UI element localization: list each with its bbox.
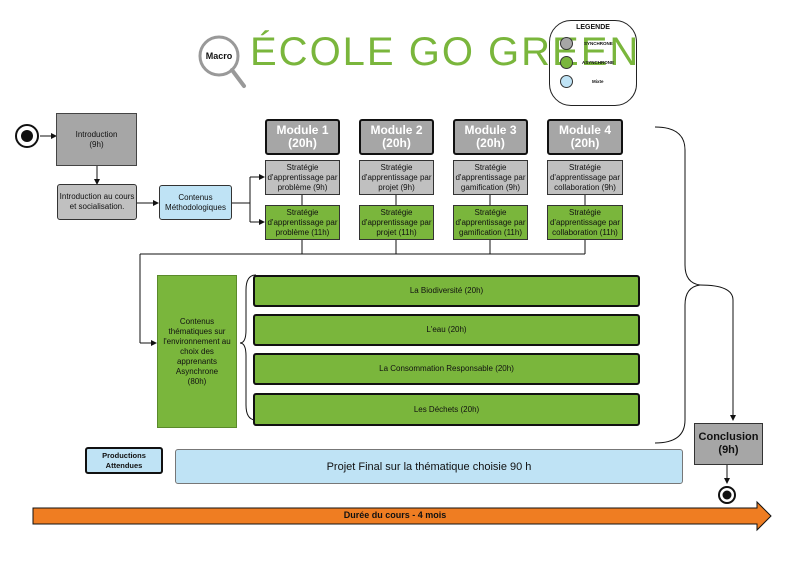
legend-mixte-swatch (560, 75, 573, 88)
introduction-box: Introduction (9h) (56, 113, 137, 166)
theme-biodiversite: La Biodiversité (20h) (253, 275, 640, 307)
timeline-label: Durée du cours - 4 mois (343, 510, 447, 520)
module-4-header: Module 4 (20h) (547, 119, 623, 155)
module-2-header: Module 2 (20h) (359, 119, 434, 155)
productions-attendues-box: Productions Attendues (85, 447, 163, 474)
module-1-sync-strategy: Stratégie d'apprentissage par problème (… (265, 160, 340, 195)
module-1-async-strategy: Stratégie d'apprentissage par problème (… (265, 205, 340, 240)
module-4-async-strategy: Stratégie d'apprentissage par collaborat… (547, 205, 623, 240)
theme-consommation: La Consommation Responsable (20h) (253, 353, 640, 385)
module-3-header: Module 3 (20h) (453, 119, 528, 155)
intro-cours-box: Introduction au cours et socialisation. (57, 184, 137, 220)
module-2-async-strategy: Stratégie d'apprentissage par projet (11… (359, 205, 434, 240)
theme-dechets: Les Déchets (20h) (253, 393, 640, 426)
legend: LEGENDE SYNCHRONE ASYNCHRONE Mixte (549, 20, 637, 106)
timeline-arrow-icon (32, 500, 772, 532)
legend-asynchrone-swatch (560, 56, 573, 69)
module-4-sync-strategy: Stratégie d'apprentissage par collaborat… (547, 160, 623, 195)
contenus-thematiques-box: Contenus thématiques sur l'environnement… (157, 275, 237, 428)
macro-label: Macro (205, 51, 233, 61)
legend-mixte-label: Mixte (592, 79, 604, 84)
projet-final-box: Projet Final sur la thématique choisie 9… (175, 449, 683, 484)
legend-synchrone-swatch (560, 37, 573, 50)
legend-asynchrone-label: ASYNCHRONE (582, 60, 615, 65)
legend-synchrone-label: SYNCHRONE (584, 41, 613, 46)
theme-eau: L'eau (20h) (253, 314, 640, 346)
module-1-header: Module 1 (20h) (265, 119, 340, 155)
page-title: ÉCOLE GO GREEN (250, 30, 641, 74)
contenus-methodologiques-box: Contenus Méthodologiques (159, 185, 232, 220)
module-2-sync-strategy: Stratégie d'apprentissage par projet (9h… (359, 160, 434, 195)
module-3-sync-strategy: Stratégie d'apprentissage par gamificati… (453, 160, 528, 195)
module-3-async-strategy: Stratégie d'apprentissage par gamificati… (453, 205, 528, 240)
magnifier-icon (198, 35, 246, 88)
conclusion-box: Conclusion (9h) (694, 423, 763, 465)
legend-title: LEGENDE (576, 24, 610, 31)
